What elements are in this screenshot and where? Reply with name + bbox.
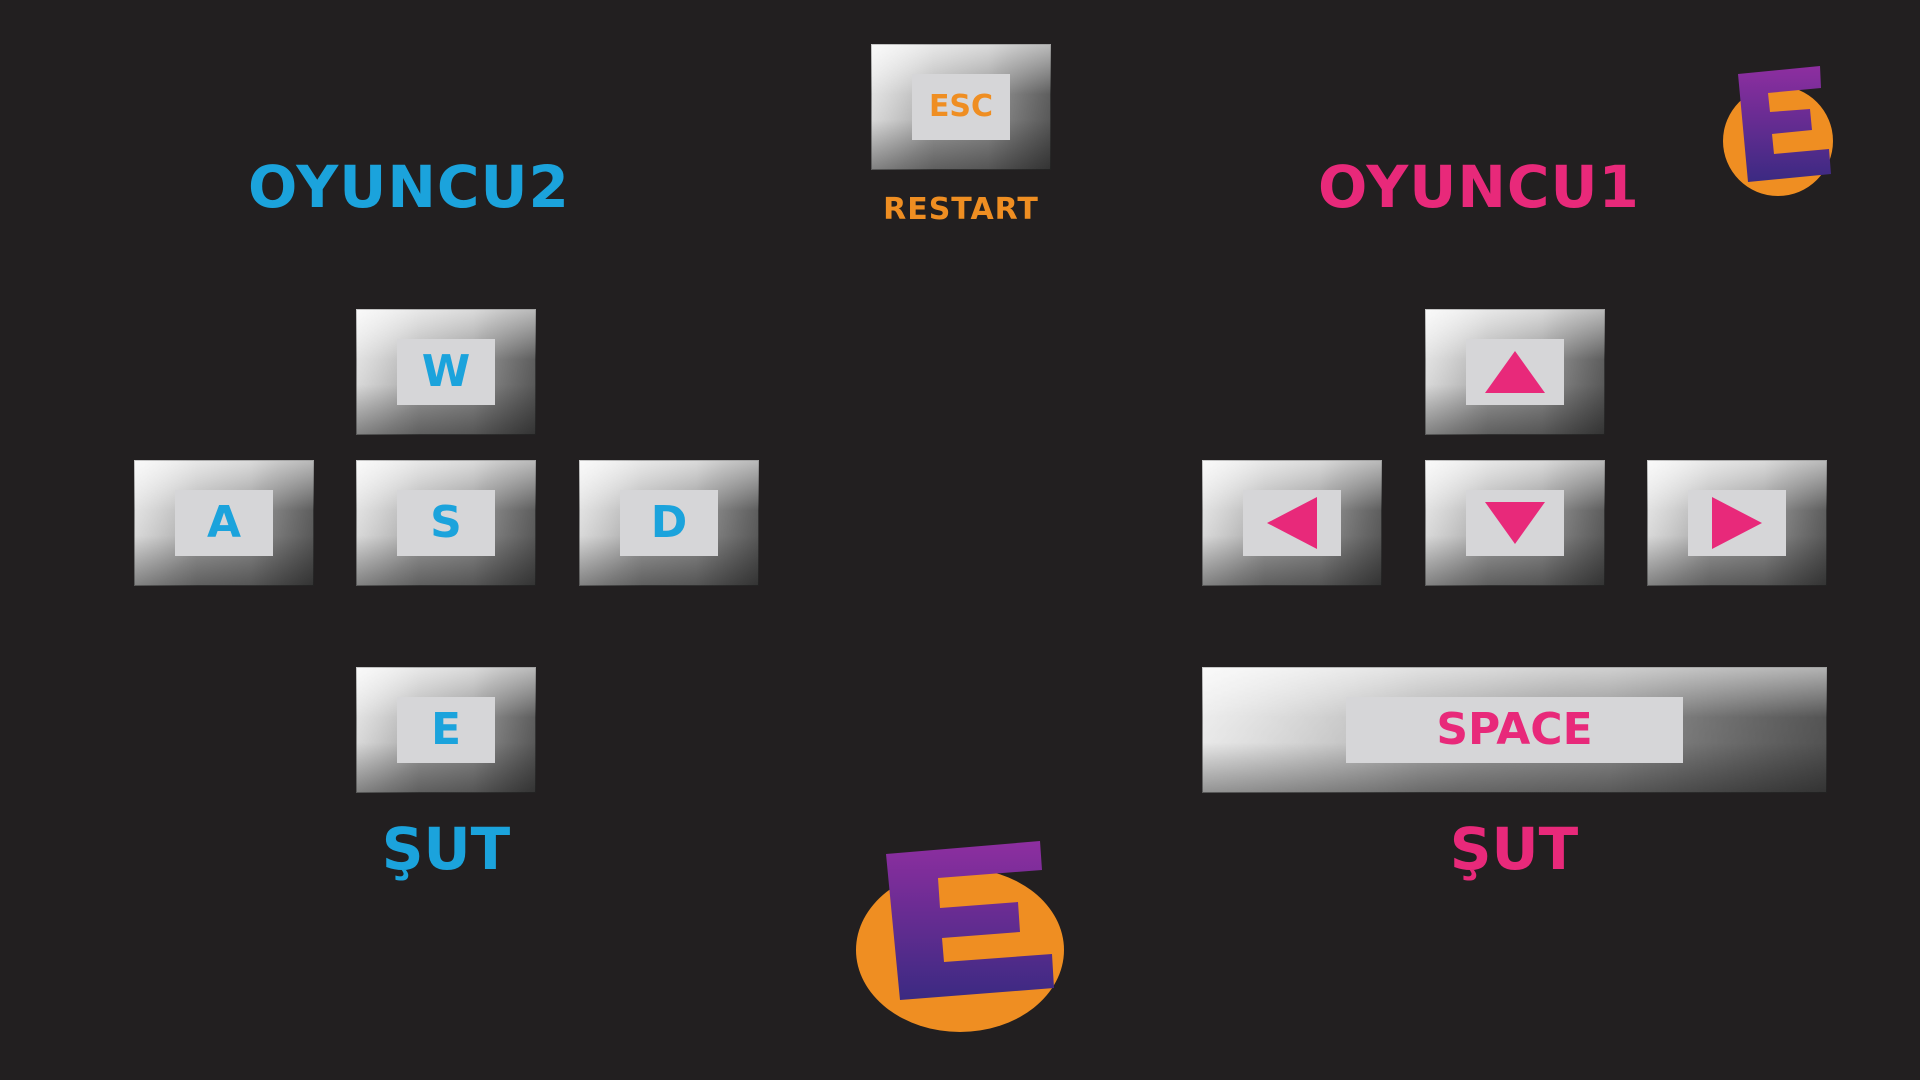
s-key: S xyxy=(356,460,536,586)
w-key-label: W xyxy=(421,346,471,397)
restart-label: RESTART xyxy=(883,192,1039,227)
space-key-label: SPACE xyxy=(1436,704,1593,755)
logo-large-icon xyxy=(856,841,1064,1032)
arrow-up-key xyxy=(1425,309,1605,435)
d-key-label: D xyxy=(650,497,688,548)
w-key: W xyxy=(356,309,536,435)
d-key: D xyxy=(579,460,759,586)
e-key-label: E xyxy=(430,704,462,755)
esc-key-label: ESC xyxy=(928,89,994,124)
a-key: A xyxy=(134,460,314,586)
player2-shoot-label: ŞUT xyxy=(381,815,511,883)
arrow-down-key xyxy=(1425,460,1605,586)
esc-key-face: ESC xyxy=(912,74,1010,140)
arrow-left-key xyxy=(1202,460,1382,586)
player1-shoot-label: ŞUT xyxy=(1449,815,1579,883)
player1-title: OYUNCU1 xyxy=(1318,153,1640,221)
a-key-label: A xyxy=(206,497,242,548)
arrow-right-key xyxy=(1647,460,1827,586)
s-key-label: S xyxy=(430,497,462,548)
e-key: E xyxy=(356,667,536,793)
esc-key: ESC xyxy=(871,44,1051,170)
arrow-down-icon xyxy=(1485,502,1545,544)
logo-small-icon xyxy=(1723,66,1833,196)
arrow-right-icon xyxy=(1712,497,1762,549)
player2-title: OYUNCU2 xyxy=(248,153,570,221)
space-key: SPACE xyxy=(1202,667,1827,793)
arrow-left-icon xyxy=(1267,497,1317,549)
arrow-up-icon xyxy=(1485,351,1545,393)
